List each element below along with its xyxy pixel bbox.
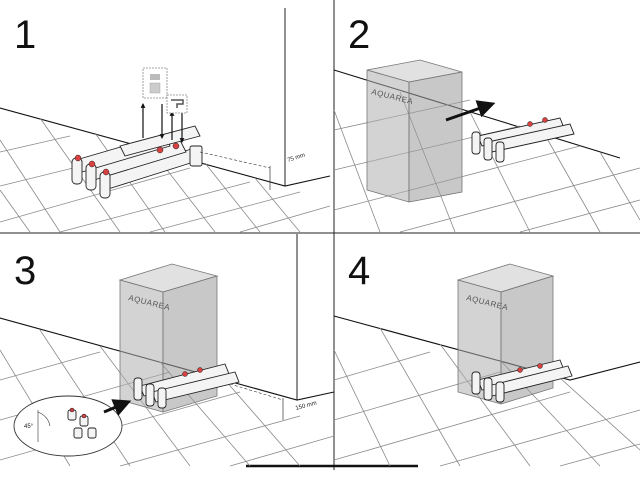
panel-1: 1: [0, 8, 331, 233]
move-arrow: [445, 100, 496, 122]
manifold-pipes: [471, 359, 573, 403]
floor-edge: [0, 107, 331, 187]
angle-detail-inset: 45°: [13, 395, 123, 457]
clearance-label: 150 mm: [295, 401, 318, 412]
step-number-4: 4: [348, 249, 370, 293]
dimension-line: [199, 151, 271, 169]
panel-3: 3 AQUAREA: [0, 234, 335, 467]
floor-edge: [0, 317, 335, 401]
step-number-2: 2: [348, 13, 370, 57]
step-number-3: 3: [14, 249, 36, 293]
floor-grid: [333, 327, 640, 467]
tap-icon: [166, 94, 188, 114]
wall-gap-label: 75 mm: [287, 153, 306, 164]
step-number-1: 1: [14, 13, 36, 57]
shower-icon: [142, 67, 168, 99]
move-arrow: [103, 399, 132, 416]
panel-2: 2 AQUAREA: [333, 13, 640, 233]
clearance-line: [229, 383, 284, 401]
manifold-pipes: [471, 117, 575, 163]
panel-4: 4 AQUAREA: [333, 249, 640, 467]
aquarea-unit: AQUAREA: [366, 59, 463, 203]
manifold-pipes: [71, 125, 203, 199]
angle-label: 45°: [24, 424, 34, 430]
manifold-pipes: [133, 363, 240, 409]
floor-edge: [333, 315, 640, 381]
